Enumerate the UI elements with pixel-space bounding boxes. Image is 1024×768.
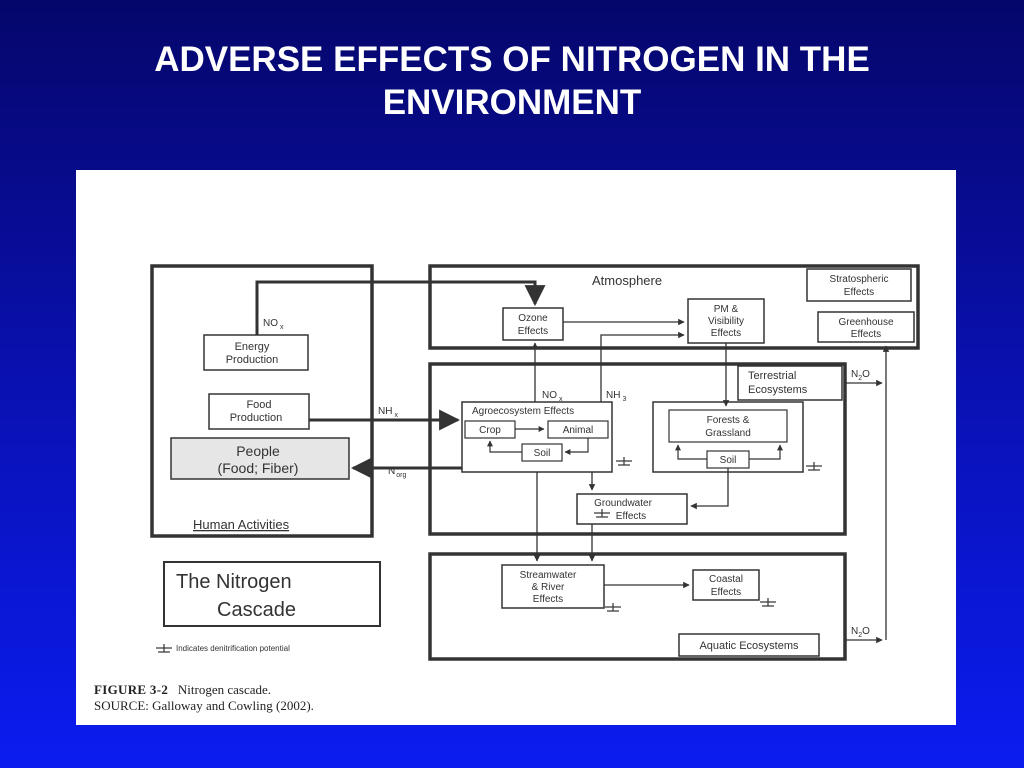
norg-label: Norg (388, 466, 406, 479)
arrow-soil-to-forests-left (675, 444, 707, 460)
stratospheric-label-1: Stratospheric (830, 274, 889, 285)
pm-visibility-box (687, 298, 765, 344)
stratospheric-box (806, 268, 912, 302)
cascade-title-box (163, 561, 381, 627)
crop-label: Crop (479, 425, 501, 436)
energy-production-box (203, 334, 309, 371)
legend-text: Indicates denitrification potential (176, 644, 290, 653)
figure-label: FIGURE 3-2 (94, 682, 169, 697)
figure-caption: FIGURE 3-2 Nitrogen cascade. SOURCE: Gal… (94, 682, 314, 714)
groundwater-label-2: Effects (616, 511, 646, 522)
atmosphere-region (428, 264, 920, 350)
human-activities-label: Human Activities (193, 517, 290, 532)
n2o-label-aquatic: N2O (851, 626, 870, 639)
terrestrial-label-2: Ecosystems (748, 384, 808, 396)
aquatic-label: Aquatic Ecosystems (699, 640, 799, 652)
groundwater-label-1: Groundwater (594, 498, 652, 509)
people-label-2: (Food; Fiber) (218, 460, 299, 476)
pm-label-1: PM & (714, 304, 739, 315)
denitrification-legend-icon (156, 644, 172, 653)
arrow-soil-to-crop (487, 440, 522, 453)
ozone-label-2: Effects (518, 326, 548, 337)
arrow-soil-to-groundwater (690, 468, 729, 510)
arrow-agro-to-pm (600, 331, 685, 402)
nitrogen-cascade-figure: Atmosphere Stratospheric Effects Greenho… (76, 170, 956, 725)
groundwater-box (576, 493, 688, 525)
greenhouse-label-1: Greenhouse (838, 317, 893, 328)
agro-soil-label: Soil (534, 448, 551, 459)
stream-label-2: & River (532, 582, 565, 593)
figure-caption-text: Nitrogen cascade. (177, 682, 272, 697)
figure-source: SOURCE: Galloway and Cowling (2002). (94, 698, 314, 713)
figure-caption-line: FIGURE 3-2 Nitrogen cascade. (94, 682, 314, 698)
ozone-label-1: Ozone (518, 313, 548, 324)
slide-title: ADVERSE EFFECTS OF NITROGEN IN THE ENVIR… (0, 38, 1024, 124)
denitrification-marker-coastal (760, 598, 776, 607)
terrestrial-label-1: Terrestrial (748, 370, 796, 382)
stratospheric-label-2: Effects (844, 287, 874, 298)
cascade-title-1: The Nitrogen (176, 571, 292, 593)
arrow-animal-to-soil (564, 438, 589, 455)
terrestrial-label-box (737, 365, 843, 401)
food-label-2: Production (230, 412, 283, 424)
stream-label-3: Effects (533, 594, 563, 605)
people-box (170, 437, 350, 480)
cascade-title-2: Cascade (217, 599, 296, 621)
n2o-label-terrestrial: N2O (851, 369, 870, 382)
coastal-label-2: Effects (711, 587, 741, 598)
coastal-box (692, 569, 760, 601)
slide-title-line-2: ENVIRONMENT (382, 83, 642, 122)
arrow-energy-to-ozone (255, 280, 546, 335)
terrestrial-region (428, 362, 847, 536)
aquatic-region (428, 552, 847, 661)
greenhouse-box (817, 311, 915, 343)
agroecosystem-label: Agroecosystem Effects (472, 406, 574, 417)
human-activities-region (150, 264, 374, 538)
denitrification-marker-agro (616, 457, 632, 466)
streamwater-box (501, 564, 605, 609)
food-label-1: Food (246, 399, 271, 411)
ozone-box (502, 307, 564, 341)
arrow-soil-to-forests-right (749, 444, 783, 460)
food-production-box (208, 393, 310, 430)
forests-label-1: Forests & (707, 415, 750, 426)
forests-label-2: Grassland (705, 428, 751, 439)
atmosphere-label: Atmosphere (592, 273, 662, 288)
aquatic-label-box (678, 633, 820, 657)
animal-label: Animal (563, 425, 594, 436)
people-label-1: People (236, 443, 280, 459)
animal-box (547, 420, 609, 439)
energy-label-2: Production (226, 354, 279, 366)
energy-label-1: Energy (235, 341, 270, 353)
coastal-label-1: Coastal (709, 574, 743, 585)
cascade-diagram: Atmosphere Stratospheric Effects Greenho… (150, 264, 920, 661)
pm-label-2: Visibility (708, 316, 744, 327)
denitrification-marker-groundwater (594, 509, 610, 518)
denitrification-marker-forest (806, 462, 822, 471)
stream-label-1: Streamwater (520, 570, 577, 581)
forest-soil-label: Soil (720, 455, 737, 466)
forests-grassland-box (668, 409, 788, 443)
slide-title-line-1: ADVERSE EFFECTS OF NITROGEN IN THE (154, 40, 870, 79)
greenhouse-label-2: Effects (851, 329, 881, 340)
denitrification-marker-stream (605, 603, 621, 612)
pm-label-3: Effects (711, 328, 741, 339)
